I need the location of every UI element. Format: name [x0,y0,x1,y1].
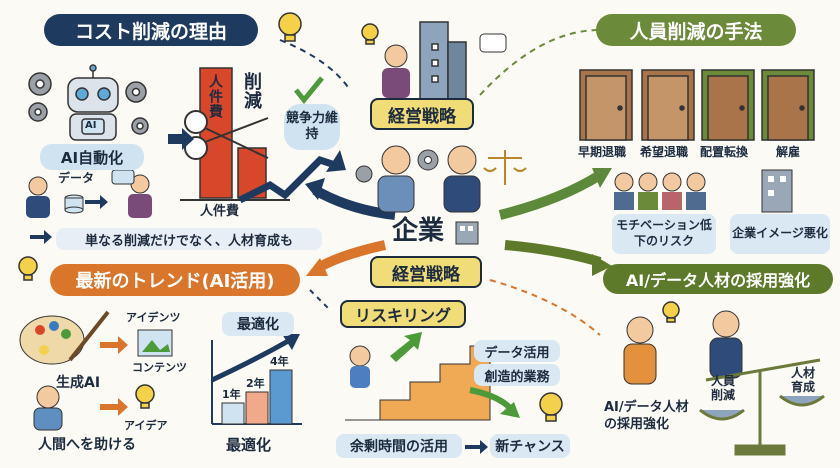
door-label-early: 早期退職 [578,145,627,159]
ai-automation-label: AI自動化 [40,144,144,170]
method-heading: 人員削減の手法 [596,14,796,46]
chat-bubble-icon [111,169,135,185]
image-icon [137,329,173,357]
cost-heading: コスト削減の理由 [44,14,258,46]
idea2-label: アイデア [124,419,168,432]
trend-heading: 最新のトレンド(AI活用) [50,264,300,296]
growth-arrow [238,155,337,204]
spare-time-label: 余剰時間の活用 [336,434,462,458]
hiring-caption: AI/データ人材の採用強化 [604,400,689,432]
door-icon [701,69,755,141]
scissors-icon [184,110,269,160]
data-use-label: データ活用 [474,340,560,362]
strategy-banner-bottom: 経営戦略 [370,256,482,288]
creative-work-label: 創造的業務 [474,364,560,386]
motivation-risk: モチベーション低下のリスク [612,214,716,254]
personnel-bar-label: 人件費 [207,74,223,119]
database-icon [64,194,84,214]
strategy-banner-top: 経営戦略 [370,98,474,130]
checkmark-icon [294,76,324,104]
person-icon [382,44,410,98]
door-icon [641,69,695,141]
bar-2 [245,391,269,425]
door-label-dismissal: 解雇 [776,145,801,159]
arrow-up-icon [390,332,422,362]
robot-icon [67,64,119,141]
arrow-to-hiring [504,240,602,267]
dashed-connector-right [479,29,601,96]
gear-icon [28,72,149,135]
person-icon [33,385,63,431]
bar-label-3: 4年 [270,355,289,368]
gear-icon [355,149,439,183]
door-icon [579,69,633,141]
person-icon [623,310,743,385]
gen-ai-label: 生成AI [56,375,101,391]
new-chance-label: 新チャンス [490,434,570,458]
data-label: データ [58,171,95,185]
door-label-voluntary: 希望退職 [640,145,689,159]
arrow-to-method [498,170,603,220]
person-icon [26,174,152,218]
optimize-bottom: 最適化 [226,436,272,454]
hiring-heading: AI/データ人材の採用強化 [603,264,833,294]
competitiveness-label: 競争力維持 [284,104,340,150]
dashed-connector-bottom-right [489,279,601,336]
door-label-transfer: 配置転換 [700,145,749,159]
bar-chart [221,369,293,425]
chat-bubble-icon [479,33,507,53]
cut-label: 削減 [241,72,262,110]
bar-3 [269,369,293,425]
person-icon [349,345,371,388]
robot-label: AI [85,120,97,131]
arrow-right-icon [168,128,194,150]
palette-icon [19,310,110,365]
reskilling-heading: リスキリング [340,300,466,328]
crowd-icon [614,172,706,210]
scale-icon [483,150,527,185]
bar-label-1: 1年 [222,388,241,401]
company-title: 企業 [392,216,445,246]
growth-arrow [210,337,292,383]
scale-left-label: 人員削減 [710,374,735,403]
scale-icon [699,358,825,456]
arrow-to-cost [312,185,396,220]
door-icon [761,69,815,141]
building-icon [761,169,793,213]
personnel-axis-label: 人件費 [200,204,240,219]
help-label: 人間へを助ける [38,437,136,453]
bar-label-2: 2年 [246,377,265,390]
lightbulb-icon [18,12,680,422]
image-risk: 企業イメージ悪化 [730,214,830,254]
building-icon [419,21,467,105]
personnel-cost-bar-small [237,147,267,199]
bar-1 [221,402,245,425]
training-note: 単なる削減だけでなく、人材育成も [56,228,322,250]
dashed-connector-left [279,39,351,91]
arrow-right-icon [30,230,52,244]
scale-right-label: 人材育成 [790,366,815,395]
building-icon [455,221,479,245]
content-label: コンテンツ [132,361,187,374]
optimize-top: 最適化 [222,312,294,336]
person-icon [377,145,481,213]
idea-label: アイデンツ [126,311,181,324]
